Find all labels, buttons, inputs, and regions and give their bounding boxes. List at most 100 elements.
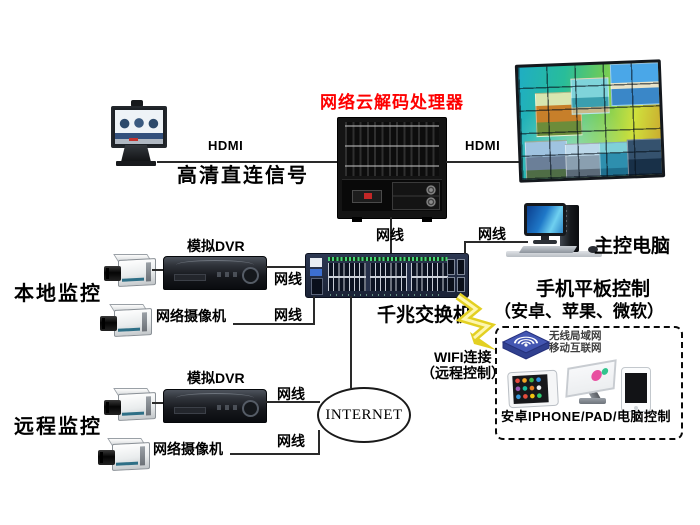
mobile-panel-title: 手机平板控制 [536, 279, 651, 300]
pc-monitor-icon [524, 203, 566, 236]
camera-lens-icon [100, 316, 117, 331]
pc-monitor-base [533, 240, 557, 244]
wlan-label: 无线局域网 [549, 330, 602, 342]
remote-ipc-cable-label: 网线 [277, 433, 305, 449]
dvr-buttons [217, 272, 241, 277]
local-ipc-cable-label: 网线 [274, 307, 302, 323]
local-dvr-label: 模拟DVR [187, 238, 245, 254]
hd-direct-signal-label: 高清直连信号 [177, 165, 309, 187]
pc-mouse-icon [588, 246, 598, 253]
box-camera-icon [104, 386, 156, 426]
gigabit-switch-label: 千兆交换机 [377, 305, 473, 326]
conference-pedestal [121, 145, 151, 162]
switch-logo [310, 258, 322, 267]
camera-body [114, 308, 152, 337]
pc-cable-label: 网线 [478, 226, 506, 242]
wifi-connect-label: WIFI连接 [434, 349, 492, 365]
decoder-lower-panel [342, 179, 442, 211]
kiosk-screen [565, 359, 617, 398]
connector-decoder-switch [390, 217, 392, 255]
smartphone-icon [621, 367, 651, 412]
remote-dvr-cable-label: 网线 [277, 386, 305, 402]
decoder-foot [352, 217, 362, 222]
dvr-knob [242, 400, 259, 417]
wifi-router-icon [501, 330, 551, 360]
connector-ipc-switch-h [233, 323, 315, 325]
local-dvr-cable-label: 网线 [274, 271, 302, 287]
conference-camera-icon [131, 100, 143, 107]
connector-dvr-switch [265, 266, 305, 268]
devices-caption: 安卓IPHONE/PAD/电脑控制 [501, 409, 672, 424]
connector-cam-dvr [152, 269, 166, 271]
camera-lens-icon [98, 450, 115, 465]
switch-badge [310, 269, 322, 276]
mobile-panel-subtitle: （安卓、苹果、微软） [494, 302, 664, 321]
remote-dvr-label: 模拟DVR [187, 370, 245, 386]
switch-port-numbers [330, 294, 444, 296]
switch-port-gap [407, 263, 411, 291]
dvr-recorder-icon [163, 256, 267, 290]
internet-cloud-icon: INTERNET [317, 387, 411, 443]
decoder-card-slots [345, 122, 439, 176]
decoder-cable-label: 网线 [376, 227, 404, 243]
switch-led-strip [328, 257, 448, 261]
camera-lens-icon [104, 400, 121, 415]
decoder-chassis-icon [337, 117, 447, 222]
connector-hdmi-in [157, 161, 338, 163]
touch-kiosk-icon [563, 359, 617, 406]
mobile-internet-label: 移动互联网 [549, 342, 602, 354]
internet-label: INTERNET [325, 406, 403, 423]
gigabit-switch-icon [305, 253, 469, 298]
video-conference-terminal-icon [111, 106, 167, 148]
decoder-foot [422, 217, 432, 222]
main-pc-label: 主控电脑 [594, 236, 671, 257]
decoder-psu-icon [392, 182, 440, 210]
pc-desk-plate [506, 251, 602, 257]
switch-port-block [328, 263, 448, 291]
conference-screen [115, 110, 163, 144]
camera-lens-icon [104, 266, 121, 281]
switch-port-gap [366, 263, 370, 291]
dvr-slot [174, 274, 206, 281]
remote-monitoring-label: 远程监控 [14, 416, 102, 438]
switch-sfp-ports [447, 259, 465, 292]
conference-base [116, 161, 156, 166]
hdmi-in-label: HDMI [208, 138, 244, 153]
connector-hdmi-out [446, 161, 521, 163]
dvr-knob [242, 267, 259, 284]
connector-switch-pc-v [464, 241, 466, 254]
dvr-slot [174, 407, 206, 414]
remote-ipc-label: 网络摄像机 [153, 441, 223, 457]
lightning-bolt-icon [455, 292, 497, 350]
connector-ipc-internet-v [318, 430, 320, 455]
camera-body [112, 442, 150, 471]
camera-body [118, 392, 156, 421]
connector-switch-pc-h [464, 241, 528, 243]
pc-monitor-neck [541, 236, 549, 241]
box-camera-icon [98, 436, 150, 476]
local-monitoring-label: 本地监控 [14, 283, 102, 305]
smartphone-home-button [634, 405, 638, 410]
video-wall-icon [514, 59, 666, 183]
remote-control-label: （远程控制） [421, 365, 505, 381]
decoder-power-switch-icon [352, 190, 382, 203]
box-camera-icon [100, 302, 152, 342]
switch-uplink-port [311, 278, 323, 295]
dvr-recorder-icon [163, 389, 267, 423]
local-ipc-label: 网络摄像机 [156, 308, 226, 324]
connector-ipc-internet-h [230, 453, 320, 455]
pc-screen [527, 206, 563, 233]
connector-dvr-internet [265, 401, 320, 403]
connector-cam-dvr [152, 402, 166, 404]
kiosk-base [579, 398, 606, 404]
mobile-panel-box [495, 326, 683, 440]
smartphone-screen [625, 373, 647, 403]
tablet-screen [512, 374, 549, 405]
camera-body [118, 258, 156, 287]
dvr-buttons [217, 405, 241, 410]
pc-keyboard-icon [518, 246, 578, 253]
diagram-title: 网络云解码处理器 [320, 93, 464, 112]
connector-ipc-switch-v [313, 296, 315, 325]
tablet-icon [507, 369, 559, 409]
